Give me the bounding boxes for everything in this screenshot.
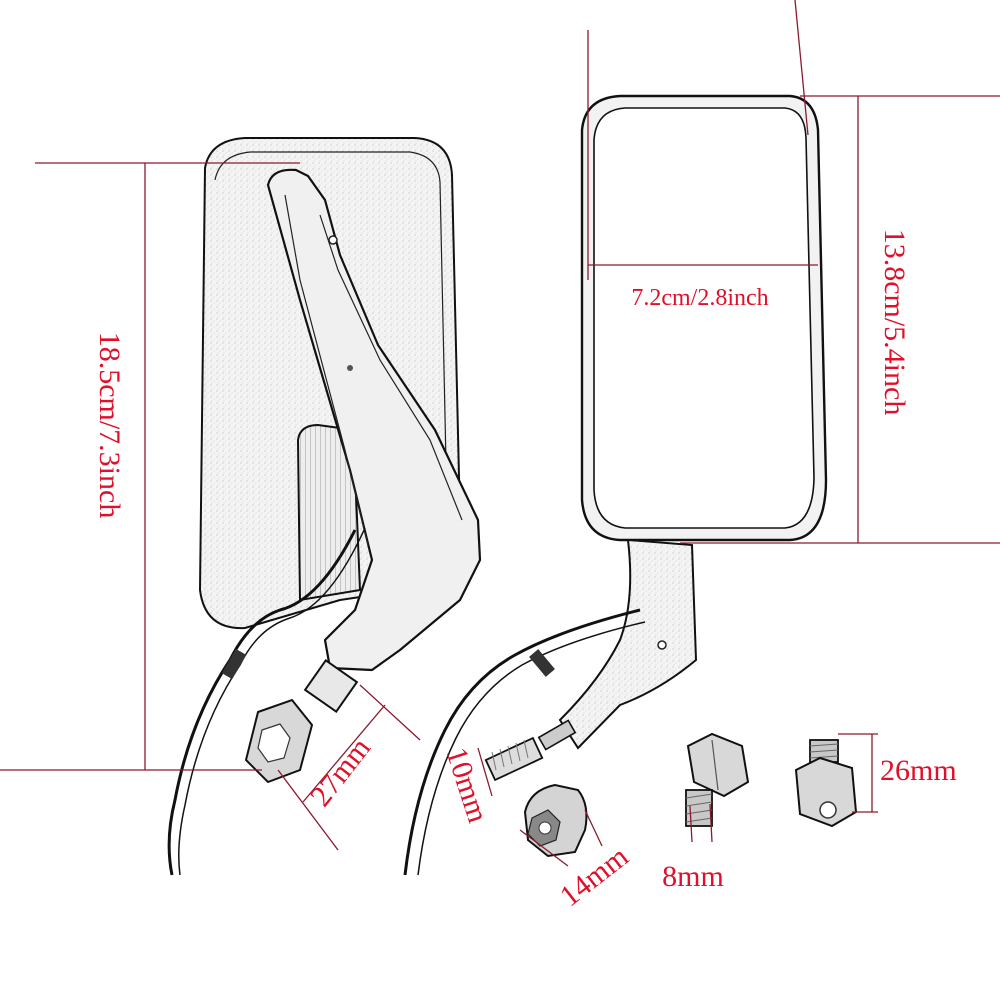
left-mirror-bolt	[244, 658, 359, 784]
label-bolt-10mm: 10mm	[439, 744, 494, 827]
right-mirror-glass	[593, 107, 815, 529]
right-mirror-wire	[403, 608, 641, 876]
left-mirror-back-view	[167, 137, 482, 876]
label-bolt-8mm: 8mm	[662, 860, 724, 893]
cap-nut-part	[523, 783, 588, 858]
right-mirror-bolt	[484, 719, 577, 782]
label-adapter-26mm: 26mm	[880, 754, 957, 787]
label-total-height: 18.5cm/7.3inch	[93, 332, 126, 519]
left-mirror-arm	[266, 168, 482, 672]
right-mirror-stem	[558, 538, 698, 750]
left-mirror-stem-base	[296, 423, 362, 602]
label-glass-width: 7.2cm/2.8inch	[631, 285, 768, 311]
label-glass-height: 13.8cm/5.4inch	[878, 229, 911, 416]
dimension-lines	[0, 0, 1000, 867]
label-bolt-27mm: 27mm	[304, 732, 377, 813]
hex-adapter-26mm-part	[794, 739, 858, 828]
hex-bolt-8mm-part	[685, 732, 750, 827]
right-mirror-front-view	[403, 94, 828, 876]
